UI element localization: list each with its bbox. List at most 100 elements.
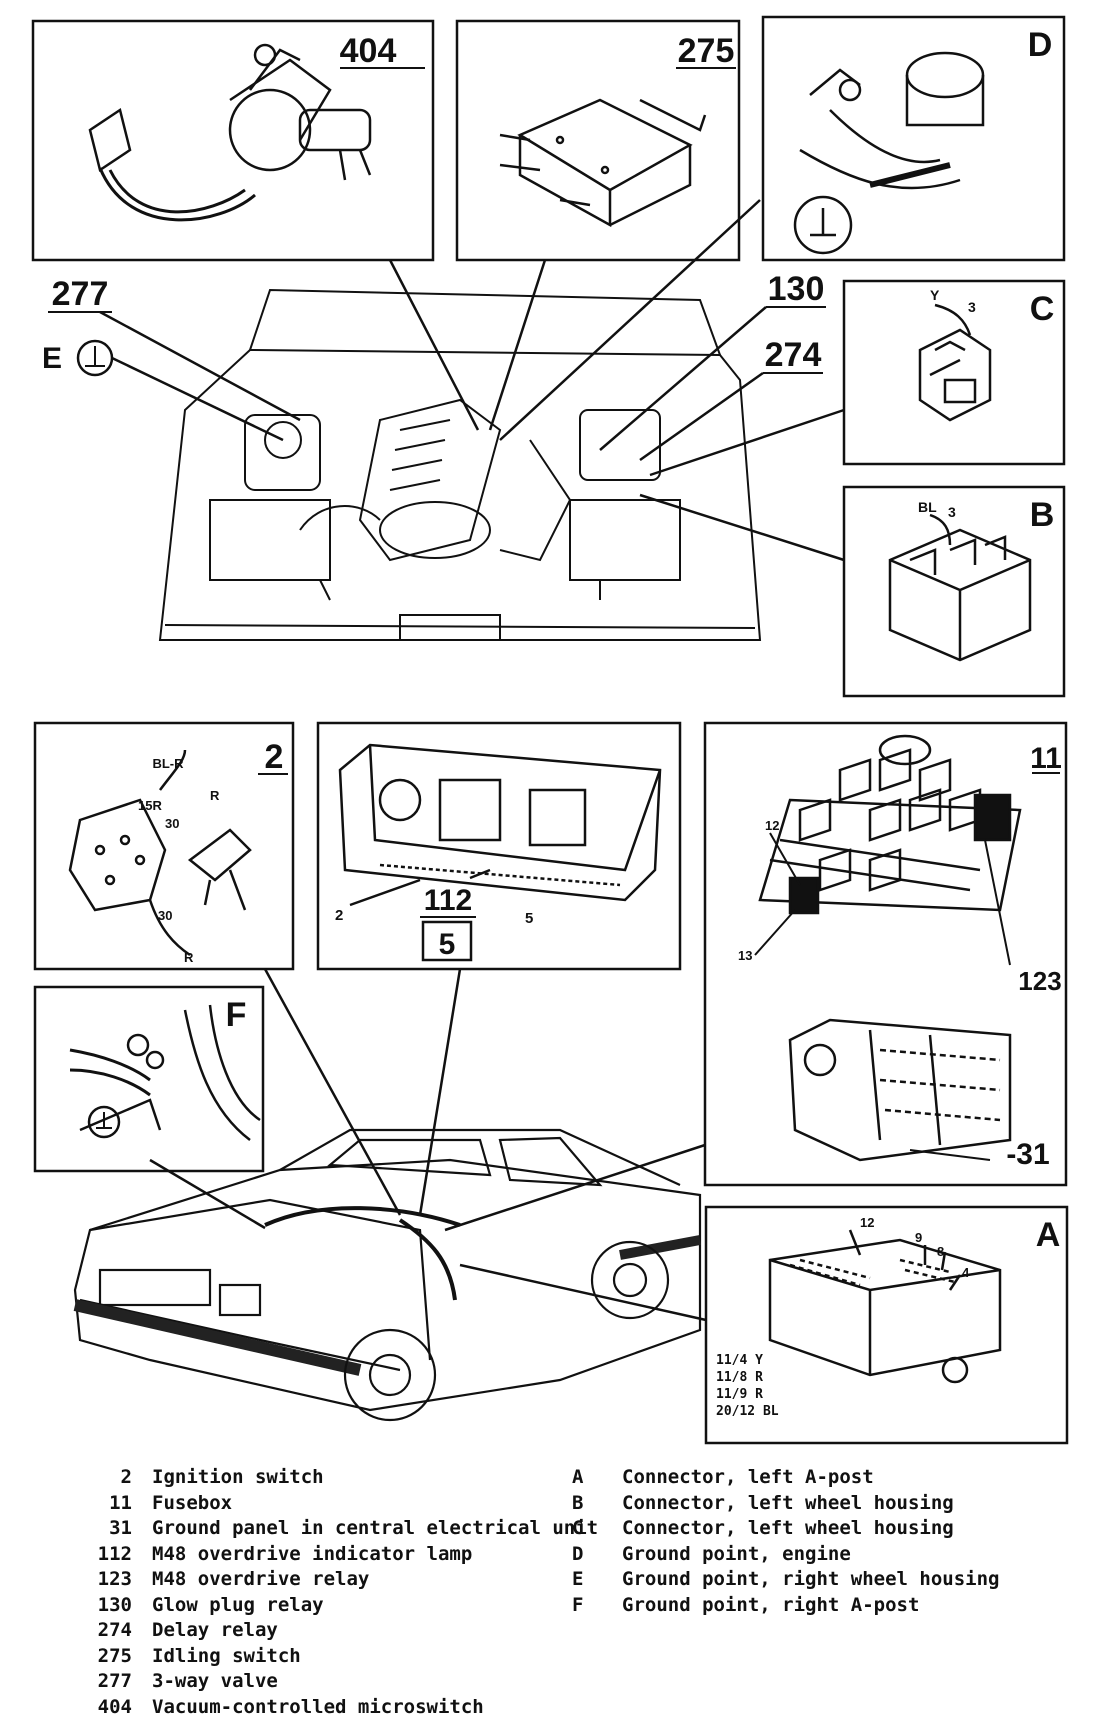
legend-code: F (572, 1593, 584, 1616)
panel-11-label: 11 (1030, 742, 1062, 775)
connector-icon (88, 107, 132, 173)
legend-text: Vacuum-controlled microswitch (152, 1695, 484, 1718)
panel-2-wire-r-a: R (210, 788, 220, 803)
panel-A-pin-0: 11/4 Y (716, 1353, 763, 1368)
legend-item: 274 Delay relay (80, 1618, 598, 1644)
panel-11 (703, 721, 1068, 1187)
legend-text: Ground point, engine (622, 1542, 851, 1565)
legend-code: 11 (109, 1491, 132, 1514)
legend-item: 112 M48 overdrive indicator lamp (80, 1542, 598, 1568)
panel-A-num-4: 4 (962, 1265, 970, 1280)
legend-code: B (572, 1491, 584, 1514)
panel-112-label: 112 (424, 884, 472, 917)
callout-274: 274 (765, 336, 822, 374)
legend-code: D (572, 1542, 584, 1565)
panel-D-label: D (1028, 26, 1053, 64)
panel-A-pin-1: 11/8 R (716, 1370, 763, 1385)
legend-item: 275 Idling switch (80, 1644, 598, 1670)
panel-275-label: 275 (678, 32, 735, 70)
panel-D (761, 15, 1066, 262)
legend-code: 112 (97, 1542, 132, 1565)
legend-item: A Connector, left A-post (572, 1465, 1000, 1491)
legend-item: D Ground point, engine (572, 1542, 1000, 1568)
panel-F-label: F (226, 996, 247, 1034)
legend-code: A (572, 1466, 584, 1488)
callout-277: 277 (52, 275, 109, 313)
callout-E: E (42, 342, 62, 375)
panel-B-label: B (1030, 496, 1055, 534)
panel-275 (455, 19, 741, 262)
car-illustration (73, 1128, 702, 1422)
legend-code: 277 (97, 1670, 132, 1692)
legend-item: 123 M48 overdrive relay (80, 1567, 598, 1593)
legend-code: E (572, 1568, 584, 1590)
panel-A-label: A (1036, 1216, 1061, 1254)
panel-11-num-13: 13 (738, 948, 752, 963)
legend-components: 2 Ignition switch 11 Fusebox 31 Ground panel … (80, 1465, 598, 1720)
legend-text: Connector, left A-post (622, 1466, 874, 1488)
panel-2-wire-30a: 30 (165, 816, 179, 831)
legend-code: 130 (97, 1593, 132, 1616)
panel-2 (33, 721, 295, 971)
panel-112-boxed-label: 5 (439, 928, 456, 961)
panel-C-pin: 3 (968, 299, 976, 315)
legend-text: Ignition switch (152, 1466, 324, 1488)
panel-2-wire-30b: 30 (158, 908, 172, 923)
panel-11-num-123: 123 (1018, 966, 1061, 996)
panel-B (842, 485, 1066, 698)
legend-text: M48 overdrive indicator lamp (152, 1542, 473, 1565)
legend-text: M48 overdrive relay (152, 1568, 370, 1590)
panel-2-wire-r-b: R (184, 950, 194, 965)
legend-text: Fusebox (152, 1491, 233, 1514)
panel-2-wire-15r: 15R (138, 798, 162, 813)
panel-B-wire-color: BL (918, 499, 937, 515)
legend-item: 404 Vacuum-controlled microswitch (80, 1695, 598, 1721)
legend-text: Ground point, right A-post (622, 1593, 920, 1616)
panel-A-num-9: 9 (915, 1230, 922, 1245)
legend-code: C (572, 1517, 584, 1539)
leader-lines (99, 199, 845, 562)
legend-text: Ground panel in central electrical unit (152, 1517, 599, 1539)
legend-text: Idling switch (152, 1644, 301, 1667)
panel-2-label: 2 (265, 738, 284, 776)
legend-text: Glow plug relay (152, 1593, 324, 1616)
panel-C-label: C (1030, 290, 1055, 328)
legend-text: Connector, left wheel housing (622, 1491, 954, 1514)
legend-item: 31 Ground panel in central electrical uni… (80, 1516, 598, 1542)
panel-112 (316, 721, 682, 971)
panel-A-pin-3: 20/12 BL (716, 1404, 779, 1419)
legend-code: 275 (97, 1644, 132, 1667)
legend-item: 11 Fusebox (80, 1491, 598, 1517)
legend-code: 31 (109, 1517, 132, 1539)
panel-112-num-5: 5 (525, 910, 533, 927)
panel-11-num-31: -31 (1006, 1138, 1049, 1171)
panel-C (842, 279, 1066, 466)
legend-item: 277 3-way valve (80, 1669, 598, 1695)
legend-code: 274 (97, 1619, 132, 1641)
legend-code: 2 (120, 1466, 132, 1488)
ground-symbol-icon (87, 1105, 121, 1139)
legend-text: 3-way valve (152, 1670, 278, 1692)
legend-code: 404 (97, 1695, 132, 1718)
panel-A (704, 1205, 1069, 1445)
engine-bay-illustration (158, 288, 762, 641)
car-leader-lines (149, 968, 707, 1322)
panel-C-wire-color: Y (930, 287, 940, 303)
callout-130: 130 (768, 270, 825, 308)
panel-F (33, 985, 265, 1173)
legend-item: 2 Ignition switch (80, 1465, 598, 1491)
panel-A-num-8: 8 (937, 1244, 944, 1259)
panel-404 (31, 19, 435, 262)
legend-item: F Ground point, right A-post (572, 1593, 1000, 1619)
panel-2-wire-bl-r: BL-R (152, 756, 184, 771)
legend-item: B Connector, left wheel housing (572, 1491, 1000, 1517)
legend-text: Delay relay (152, 1619, 278, 1641)
legend-code: 123 (97, 1568, 132, 1590)
panel-404-label: 404 (340, 32, 397, 70)
panel-B-pin: 3 (948, 504, 956, 520)
legend-item: 130 Glow plug relay (80, 1593, 598, 1619)
